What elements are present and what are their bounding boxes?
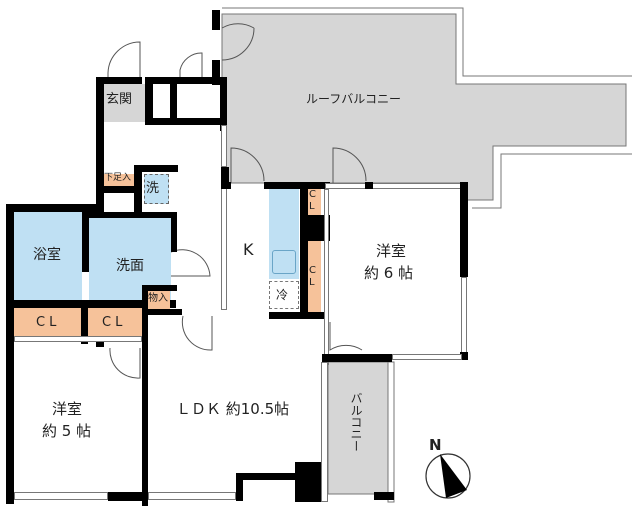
wall xyxy=(82,212,176,218)
closet-3-c: C xyxy=(309,189,316,200)
wall xyxy=(148,309,182,315)
closet-4-c: C xyxy=(309,265,316,276)
balcony-label: バルコニー xyxy=(349,392,363,452)
wall xyxy=(170,77,177,125)
wall xyxy=(134,165,142,215)
wall xyxy=(6,204,14,504)
wall xyxy=(142,378,148,506)
washer-label: 洗 xyxy=(146,181,160,196)
closet-2-label: CL xyxy=(102,315,127,330)
wall xyxy=(6,204,96,212)
geta-ire xyxy=(104,174,134,186)
wall xyxy=(374,492,394,500)
closet-4 xyxy=(308,241,321,312)
washer-space xyxy=(144,174,169,204)
wall xyxy=(145,77,227,84)
western-room-6-name: 洋室 xyxy=(376,242,407,260)
wall xyxy=(264,182,330,189)
wall xyxy=(142,285,148,350)
wall xyxy=(212,60,220,85)
wall xyxy=(220,77,227,125)
wall xyxy=(221,167,229,187)
genkan-floor xyxy=(103,84,145,122)
window xyxy=(221,185,227,310)
closet-2 xyxy=(88,308,142,336)
roof-balcony-label: ルーフバルコニー xyxy=(306,92,402,106)
wall xyxy=(269,312,329,319)
window xyxy=(321,362,328,502)
wall xyxy=(134,165,178,172)
window xyxy=(325,183,467,189)
closet-1 xyxy=(14,308,81,336)
window xyxy=(461,277,467,353)
wall xyxy=(460,352,468,360)
kitchen-label: K xyxy=(243,240,254,259)
wall xyxy=(171,212,177,252)
closet-doors xyxy=(14,336,142,342)
window xyxy=(392,354,462,360)
closet-1-label: CL xyxy=(36,315,61,330)
wall xyxy=(221,182,231,189)
closet-3-l: L xyxy=(309,201,315,212)
wall xyxy=(145,118,227,125)
closet-4-l: L xyxy=(309,277,315,288)
sink xyxy=(272,250,296,274)
western-room-5-name: 洋室 xyxy=(52,400,83,418)
storage-label: 物入 xyxy=(148,293,168,304)
wall xyxy=(322,354,392,362)
window xyxy=(221,125,227,167)
western-room-6-size: 約 6 帖 xyxy=(364,264,414,282)
wall xyxy=(108,492,148,501)
wall xyxy=(145,77,153,125)
wall xyxy=(104,186,134,193)
storage xyxy=(148,291,170,309)
wall xyxy=(6,300,176,308)
bathroom xyxy=(14,212,82,300)
wall xyxy=(82,212,89,272)
window xyxy=(148,492,236,500)
window xyxy=(14,492,108,500)
partition xyxy=(324,189,329,365)
ldk-label: ＬＤＫ 約10.5帖 xyxy=(176,400,290,418)
wall xyxy=(460,182,468,277)
western-room-5-size: 約 5 帖 xyxy=(42,422,92,440)
wall xyxy=(365,182,373,189)
compass-north-label: N xyxy=(429,436,442,454)
kitchen-counter xyxy=(269,189,299,279)
genkan-label: 玄関 xyxy=(106,92,133,107)
wall xyxy=(81,308,88,344)
washroom-label: 洗面 xyxy=(116,258,144,274)
wall xyxy=(236,473,243,501)
fridge-space xyxy=(269,281,299,309)
wall xyxy=(236,473,296,480)
wall xyxy=(142,285,177,291)
bathroom-label: 浴室 xyxy=(33,247,61,263)
wall xyxy=(96,77,142,84)
geta-ire-label: 下足入 xyxy=(104,173,132,183)
closet-3 xyxy=(308,189,321,215)
fridge-label: 冷 xyxy=(276,288,289,302)
wall xyxy=(300,189,308,319)
wall xyxy=(212,10,220,30)
